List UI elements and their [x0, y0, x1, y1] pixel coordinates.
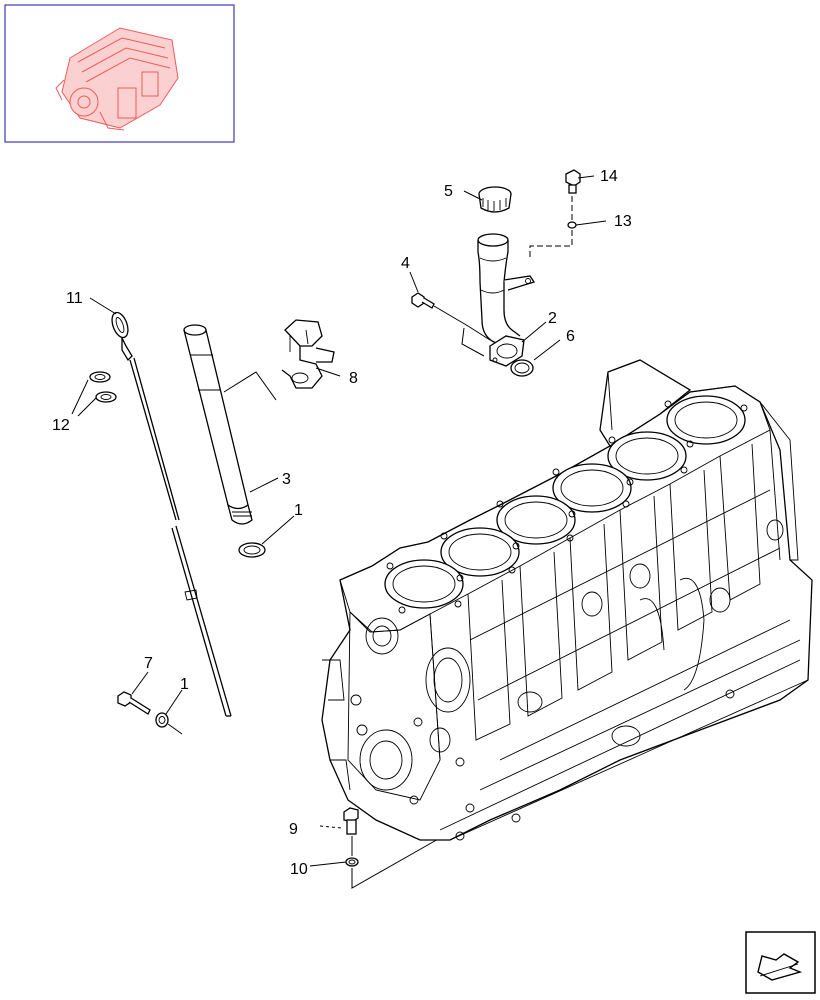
callout-3: 3 — [282, 471, 291, 488]
engine-thumbnail-icon — [55, 27, 179, 131]
callout-12: 12 — [52, 417, 70, 434]
part-14-bolt — [565, 169, 581, 194]
part-1-o-ring — [238, 542, 266, 558]
callout-13: 13 — [614, 213, 632, 230]
part-2-gasket — [489, 335, 525, 367]
callout-5: 5 — [444, 183, 453, 200]
part-11-dipstick — [111, 311, 232, 717]
part-12-seals — [89, 371, 117, 403]
part-4-screw — [411, 292, 491, 341]
part-6-o-ring — [510, 359, 534, 377]
return-arrow-icon[interactable] — [745, 931, 816, 994]
callout-4: 4 — [401, 255, 410, 272]
callout-11: 11 — [66, 290, 83, 307]
callouts: 5 14 13 4 2 6 11 12 3 1 8 7 1 9 10 — [52, 168, 632, 878]
callout-8: 8 — [349, 370, 358, 387]
callout-1-lower: 1 — [180, 676, 189, 693]
leader-lines — [71, 175, 607, 867]
engine-thumbnail[interactable] — [4, 4, 235, 143]
callout-9: 9 — [289, 821, 298, 838]
part-7-bolt — [117, 691, 151, 715]
callout-1: 1 — [294, 502, 303, 519]
part-1-washer — [155, 712, 169, 728]
callout-2: 2 — [548, 310, 557, 327]
part-3-guide-tube — [183, 324, 253, 525]
callout-6: 6 — [566, 328, 575, 345]
callout-7: 7 — [144, 655, 153, 672]
part-8-bracket — [281, 319, 335, 389]
part-10-washer — [345, 857, 359, 867]
filler-tube — [477, 233, 536, 349]
part-5-cap — [478, 186, 512, 213]
callout-14: 14 — [600, 168, 618, 185]
engine-block — [321, 359, 813, 841]
part-9-plug — [343, 807, 359, 835]
part-13-washer — [567, 221, 577, 229]
callout-10: 10 — [290, 861, 308, 878]
